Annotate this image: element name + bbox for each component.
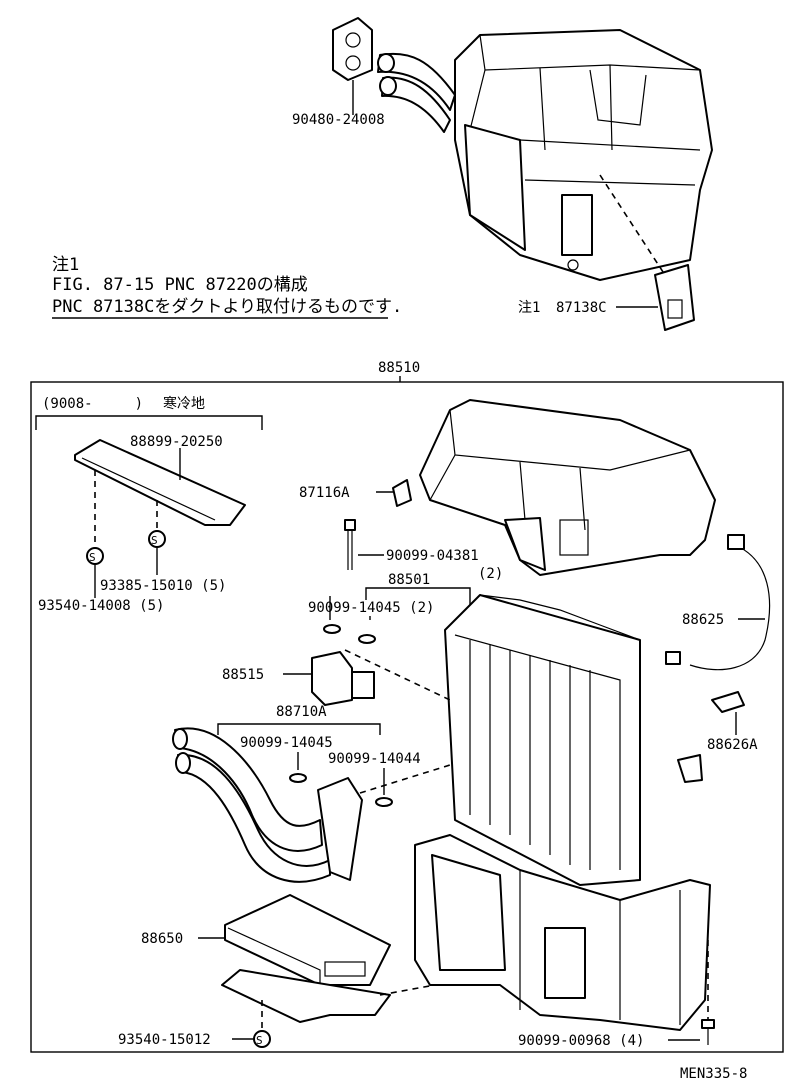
label-88899: 88899-20250 <box>130 434 223 450</box>
o-ring-upper-2 <box>358 634 376 644</box>
note-line-1: FIG. 87-15 PNC 87220の構成 <box>52 275 308 295</box>
label-90099-14045-2: 90099-14045 (2) <box>308 600 434 616</box>
duct-assembly-top <box>454 29 713 281</box>
label-88501: 88501 <box>388 572 430 588</box>
cold-region-bracket: (9008- ) <box>42 396 143 412</box>
label-90099-04381: 90099-04381 <box>386 548 479 564</box>
note-ref-label: 注1 <box>518 300 540 316</box>
screw-90099-00968 <box>701 940 715 1045</box>
expansion-valve-88515 <box>311 651 375 706</box>
evaporator-core <box>444 594 641 886</box>
diagram-code: MEN335-8 <box>680 1066 747 1082</box>
label-90099-14045: 90099-14045 <box>240 735 333 751</box>
label-88625: 88625 <box>682 612 724 628</box>
screw-93540-14008: S <box>86 547 104 565</box>
svg-text:S: S <box>89 551 96 564</box>
lower-case <box>414 754 711 1031</box>
grommet <box>332 17 373 81</box>
amplifier-88650 <box>224 894 391 986</box>
screw-93385: S <box>148 530 166 548</box>
label-93385: 93385-15010 (5) <box>100 578 226 594</box>
screw-93540-15012: S <box>253 1030 271 1048</box>
assembly-frame <box>30 381 784 1053</box>
o-ring-lower-2 <box>375 797 393 807</box>
label-87116a: 87116A <box>299 485 350 501</box>
label-87138c: 87138C <box>556 300 607 316</box>
pipes-top <box>377 52 456 133</box>
amplifier-bracket <box>221 969 391 1023</box>
clip-87116a <box>392 479 412 507</box>
label-90099-14044: 90099-14044 <box>328 751 421 767</box>
label-93540-14008: 93540-14008 (5) <box>38 598 164 614</box>
svg-text:S: S <box>256 1034 263 1047</box>
label-grommet: 90480-24008 <box>292 112 385 128</box>
part-87138c <box>654 264 695 331</box>
upper-case <box>419 399 716 576</box>
label-90099-04381-qty: (2) <box>478 566 503 582</box>
note-heading: 注1 <box>52 255 79 275</box>
o-ring-upper-1 <box>323 624 341 634</box>
label-90099-00968: 90099-00968 (4) <box>518 1033 644 1049</box>
label-88710a: 88710A <box>276 704 327 720</box>
cold-plate <box>74 439 246 526</box>
cold-region-text: 寒冷地 <box>163 395 205 412</box>
label-88650: 88650 <box>141 931 183 947</box>
svg-text:S: S <box>151 534 158 547</box>
o-ring-lower-1 <box>289 773 307 783</box>
label-88626a: 88626A <box>707 737 758 753</box>
bolt-90099-04381 <box>344 519 356 570</box>
assembly-number: 88510 <box>378 360 420 376</box>
note-line-2: PNC 87138Cをダクトより取付けるものです. <box>52 297 402 317</box>
label-88515: 88515 <box>222 667 264 683</box>
holder-88626a <box>711 691 745 713</box>
tube-assembly-88710a <box>172 727 363 883</box>
thermistor-88625 <box>665 534 771 671</box>
label-93540-15012: 93540-15012 <box>118 1032 211 1048</box>
